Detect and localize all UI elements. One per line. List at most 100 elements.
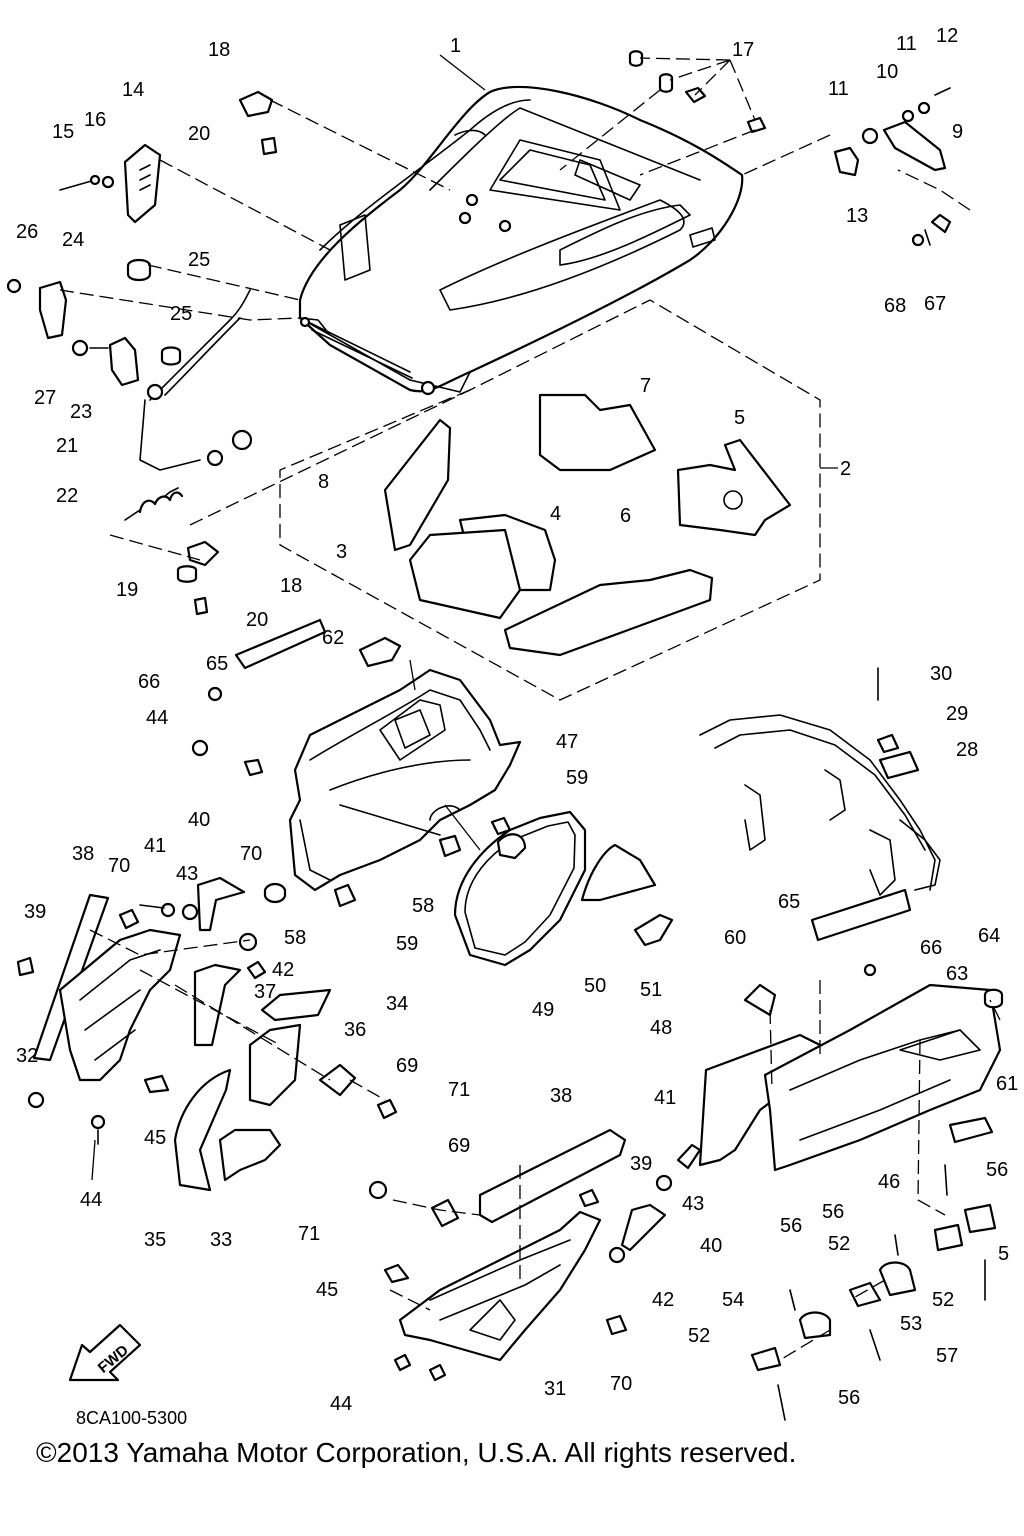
callout-61: 61: [996, 1073, 1018, 1095]
callout-44b: 44: [80, 1189, 102, 1211]
right-side-panel-drawing: [698, 888, 1004, 1421]
callout-27: 27: [34, 387, 56, 409]
inner-panel-drawing: [234, 618, 522, 892]
callout-28: 28: [956, 739, 978, 761]
lower-panel-drawing: [368, 1128, 702, 1382]
callout-43a: 43: [176, 863, 198, 885]
callout-5-cut: 5: [998, 1243, 1009, 1265]
callout-23: 23: [70, 401, 92, 423]
callout-4: 4: [550, 503, 561, 525]
callout-12: 12: [936, 25, 958, 47]
callout-64: 64: [978, 925, 1000, 947]
callout-35: 35: [144, 1229, 166, 1251]
callout-3: 3: [336, 541, 347, 563]
callout-70b: 70: [240, 843, 262, 865]
callout-10: 10: [876, 61, 898, 83]
callout-44a: 44: [146, 707, 168, 729]
callout-45a: 45: [144, 1127, 166, 1149]
callout-32: 32: [16, 1045, 38, 1067]
left-hood-hardware-drawing: [6, 90, 278, 616]
diagram-code: 8CA100-5300: [76, 1408, 187, 1428]
callout-44c: 44: [330, 1393, 352, 1415]
callout-20b: 20: [246, 609, 268, 631]
callout-71b: 71: [298, 1223, 320, 1245]
callout-41a: 41: [144, 835, 166, 857]
callout-5: 5: [734, 407, 745, 429]
callout-57: 57: [936, 1345, 958, 1367]
callout-52a: 52: [828, 1233, 850, 1255]
callout-42b: 42: [652, 1289, 674, 1311]
callout-58b: 58: [284, 927, 306, 949]
callout-39b: 39: [630, 1153, 652, 1175]
callout-51: 51: [640, 979, 662, 1001]
callout-56b: 56: [822, 1201, 844, 1223]
callout-67: 67: [924, 293, 946, 315]
callout-66a: 66: [138, 671, 160, 693]
callout-8: 8: [318, 471, 329, 493]
callout-56d: 56: [838, 1387, 860, 1409]
callout-48: 48: [650, 1017, 672, 1039]
callout-46: 46: [878, 1171, 900, 1193]
callout-50: 50: [584, 975, 606, 997]
callout-29: 29: [946, 703, 968, 725]
callout-6: 6: [620, 505, 631, 527]
callout-9: 9: [952, 121, 963, 143]
callout-11a: 11: [828, 78, 849, 100]
part-drawings: ​: [6, 50, 1004, 1421]
callout-56c: 56: [780, 1215, 802, 1237]
callout-42a: 42: [272, 959, 294, 981]
right-hood-hardware-drawing: [628, 50, 952, 247]
callout-66b: 66: [920, 937, 942, 959]
callout-20a: 20: [188, 123, 210, 145]
callout-52c: 52: [932, 1289, 954, 1311]
callout-18a: 18: [208, 39, 230, 61]
callout-71a: 71: [448, 1079, 470, 1101]
callout-2: 2: [840, 458, 851, 480]
left-side-panel-drawing: [16, 686, 512, 1192]
callout-labels: 1 2 3 4 5 6 7 8 9 10 11 11 12 13 14 15 1…: [16, 25, 1018, 1415]
callout-52b: 52: [688, 1325, 710, 1347]
frame-bracket-drawing: [699, 667, 941, 896]
callout-16: 16: [84, 109, 106, 131]
callout-56a: 56: [986, 1159, 1008, 1181]
callout-37: 37: [254, 981, 276, 1003]
callout-21: 21: [56, 435, 78, 457]
callout-36: 36: [344, 1019, 366, 1041]
callout-40b: 40: [700, 1235, 722, 1257]
callout-7: 7: [640, 375, 651, 397]
callout-19: 19: [116, 579, 138, 601]
callout-13: 13: [846, 205, 868, 227]
callout-18b: 18: [280, 575, 302, 597]
leader-lines: [59, 54, 1001, 1361]
callout-41b: 41: [654, 1087, 676, 1109]
copyright-notice: ©2013 Yamaha Motor Corporation, U.S.A. A…: [36, 1437, 796, 1468]
callout-34: 34: [386, 993, 408, 1015]
insulation-pads-drawing: [383, 393, 792, 657]
callout-58a: 58: [412, 895, 434, 917]
callout-1: 1: [450, 35, 461, 57]
callout-38b: 38: [550, 1085, 572, 1107]
callout-40a: 40: [188, 809, 210, 831]
callout-69a: 69: [396, 1055, 418, 1077]
callout-70c: 70: [610, 1373, 632, 1395]
callout-14: 14: [122, 79, 144, 101]
callout-43b: 43: [682, 1193, 704, 1215]
callout-38a: 38: [72, 843, 94, 865]
callout-25a: 25: [188, 249, 210, 271]
hood-drawing: ​: [298, 85, 744, 396]
callout-24: 24: [62, 229, 84, 251]
callout-31: 31: [544, 1378, 566, 1400]
callout-70a: 70: [108, 855, 130, 877]
callout-11b: 11: [896, 33, 917, 55]
callout-17: 17: [732, 39, 754, 61]
callout-30: 30: [930, 663, 952, 685]
callout-65a: 65: [206, 653, 228, 675]
fwd-arrow: [68, 1323, 142, 1382]
callout-49: 49: [532, 999, 554, 1021]
callout-25b: 25: [170, 303, 192, 325]
callout-68: 68: [884, 295, 906, 317]
callout-54: 54: [722, 1289, 744, 1311]
callout-59b: 59: [396, 933, 418, 955]
callout-47: 47: [556, 731, 578, 753]
callout-15: 15: [52, 121, 74, 143]
